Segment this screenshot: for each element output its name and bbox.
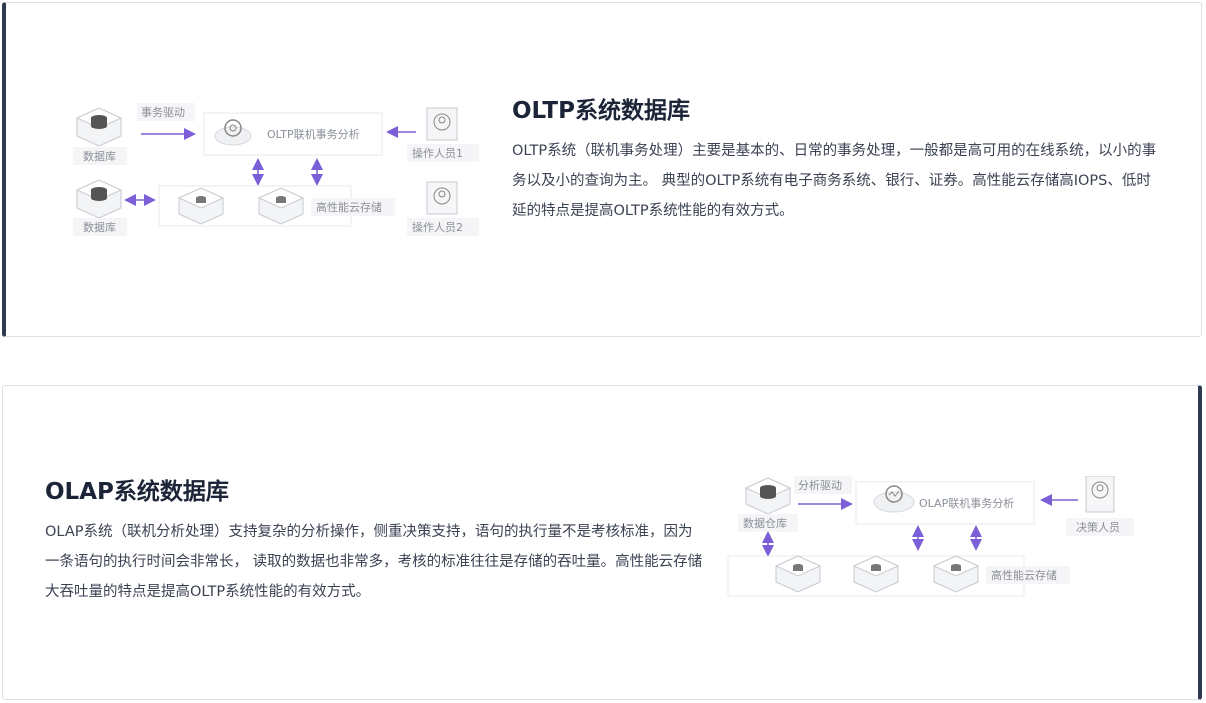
oltp-diagram: 数据库 事务驱动 OLTP联机事务分析 操作人员1 [73, 103, 479, 236]
olap-title: OLAP系统数据库 [45, 479, 229, 505]
oltp-center-label: OLTP联机事务分析 [267, 127, 360, 141]
user-icon [426, 107, 458, 141]
db-label-1: 数据库 [83, 149, 116, 163]
operator-label-2: 操作人员2 [412, 220, 463, 234]
oltp-card: OLTP系统数据库 OLTP系统（联机事务处理）主要是基本的、日常的事务处理，一… [2, 2, 1202, 337]
user-icon [1085, 476, 1115, 513]
warehouse-label: 数据仓库 [743, 516, 787, 530]
chart-lens-icon [873, 485, 915, 513]
olap-card: OLAP系统数据库 OLAP系统（联机分析处理）支持复杂的分析操作，侧重决策支持… [2, 385, 1202, 700]
analysis-driver-label: 分析驱动 [798, 478, 842, 492]
database-icon [75, 179, 123, 219]
oltp-title: OLTP系统数据库 [512, 98, 690, 124]
database-icon [744, 477, 792, 515]
olap-description: OLAP系统（联机分析处理）支持复杂的分析操作，侧重决策支持，语句的执行量不是考… [45, 524, 703, 600]
storage-cube-icon [257, 187, 305, 225]
storage-cube-icon [774, 555, 822, 593]
db-label-2: 数据库 [83, 220, 116, 234]
olap-center-label: OLAP联机事务分析 [919, 496, 1014, 510]
driver-label: 事务驱动 [141, 106, 185, 119]
oltp-description: OLTP系统（联机事务处理）主要是基本的、日常的事务处理，一般都是高可用的在线系… [512, 143, 1157, 219]
operator-label-1: 操作人员1 [412, 146, 463, 160]
decision-label: 决策人员 [1076, 520, 1120, 534]
storage-cube-icon [177, 187, 225, 225]
storage-cube-icon [932, 555, 980, 593]
user-icon [426, 181, 458, 215]
gear-icon [214, 119, 252, 146]
storage-label: 高性能云存储 [316, 200, 382, 214]
olap-diagram: 数据仓库 分析驱动 OLAP联机事务分析 决策人员 [727, 476, 1134, 597]
database-icon [75, 107, 123, 147]
storage-cube-icon [852, 555, 900, 593]
olap-storage-label: 高性能云存储 [991, 568, 1057, 582]
